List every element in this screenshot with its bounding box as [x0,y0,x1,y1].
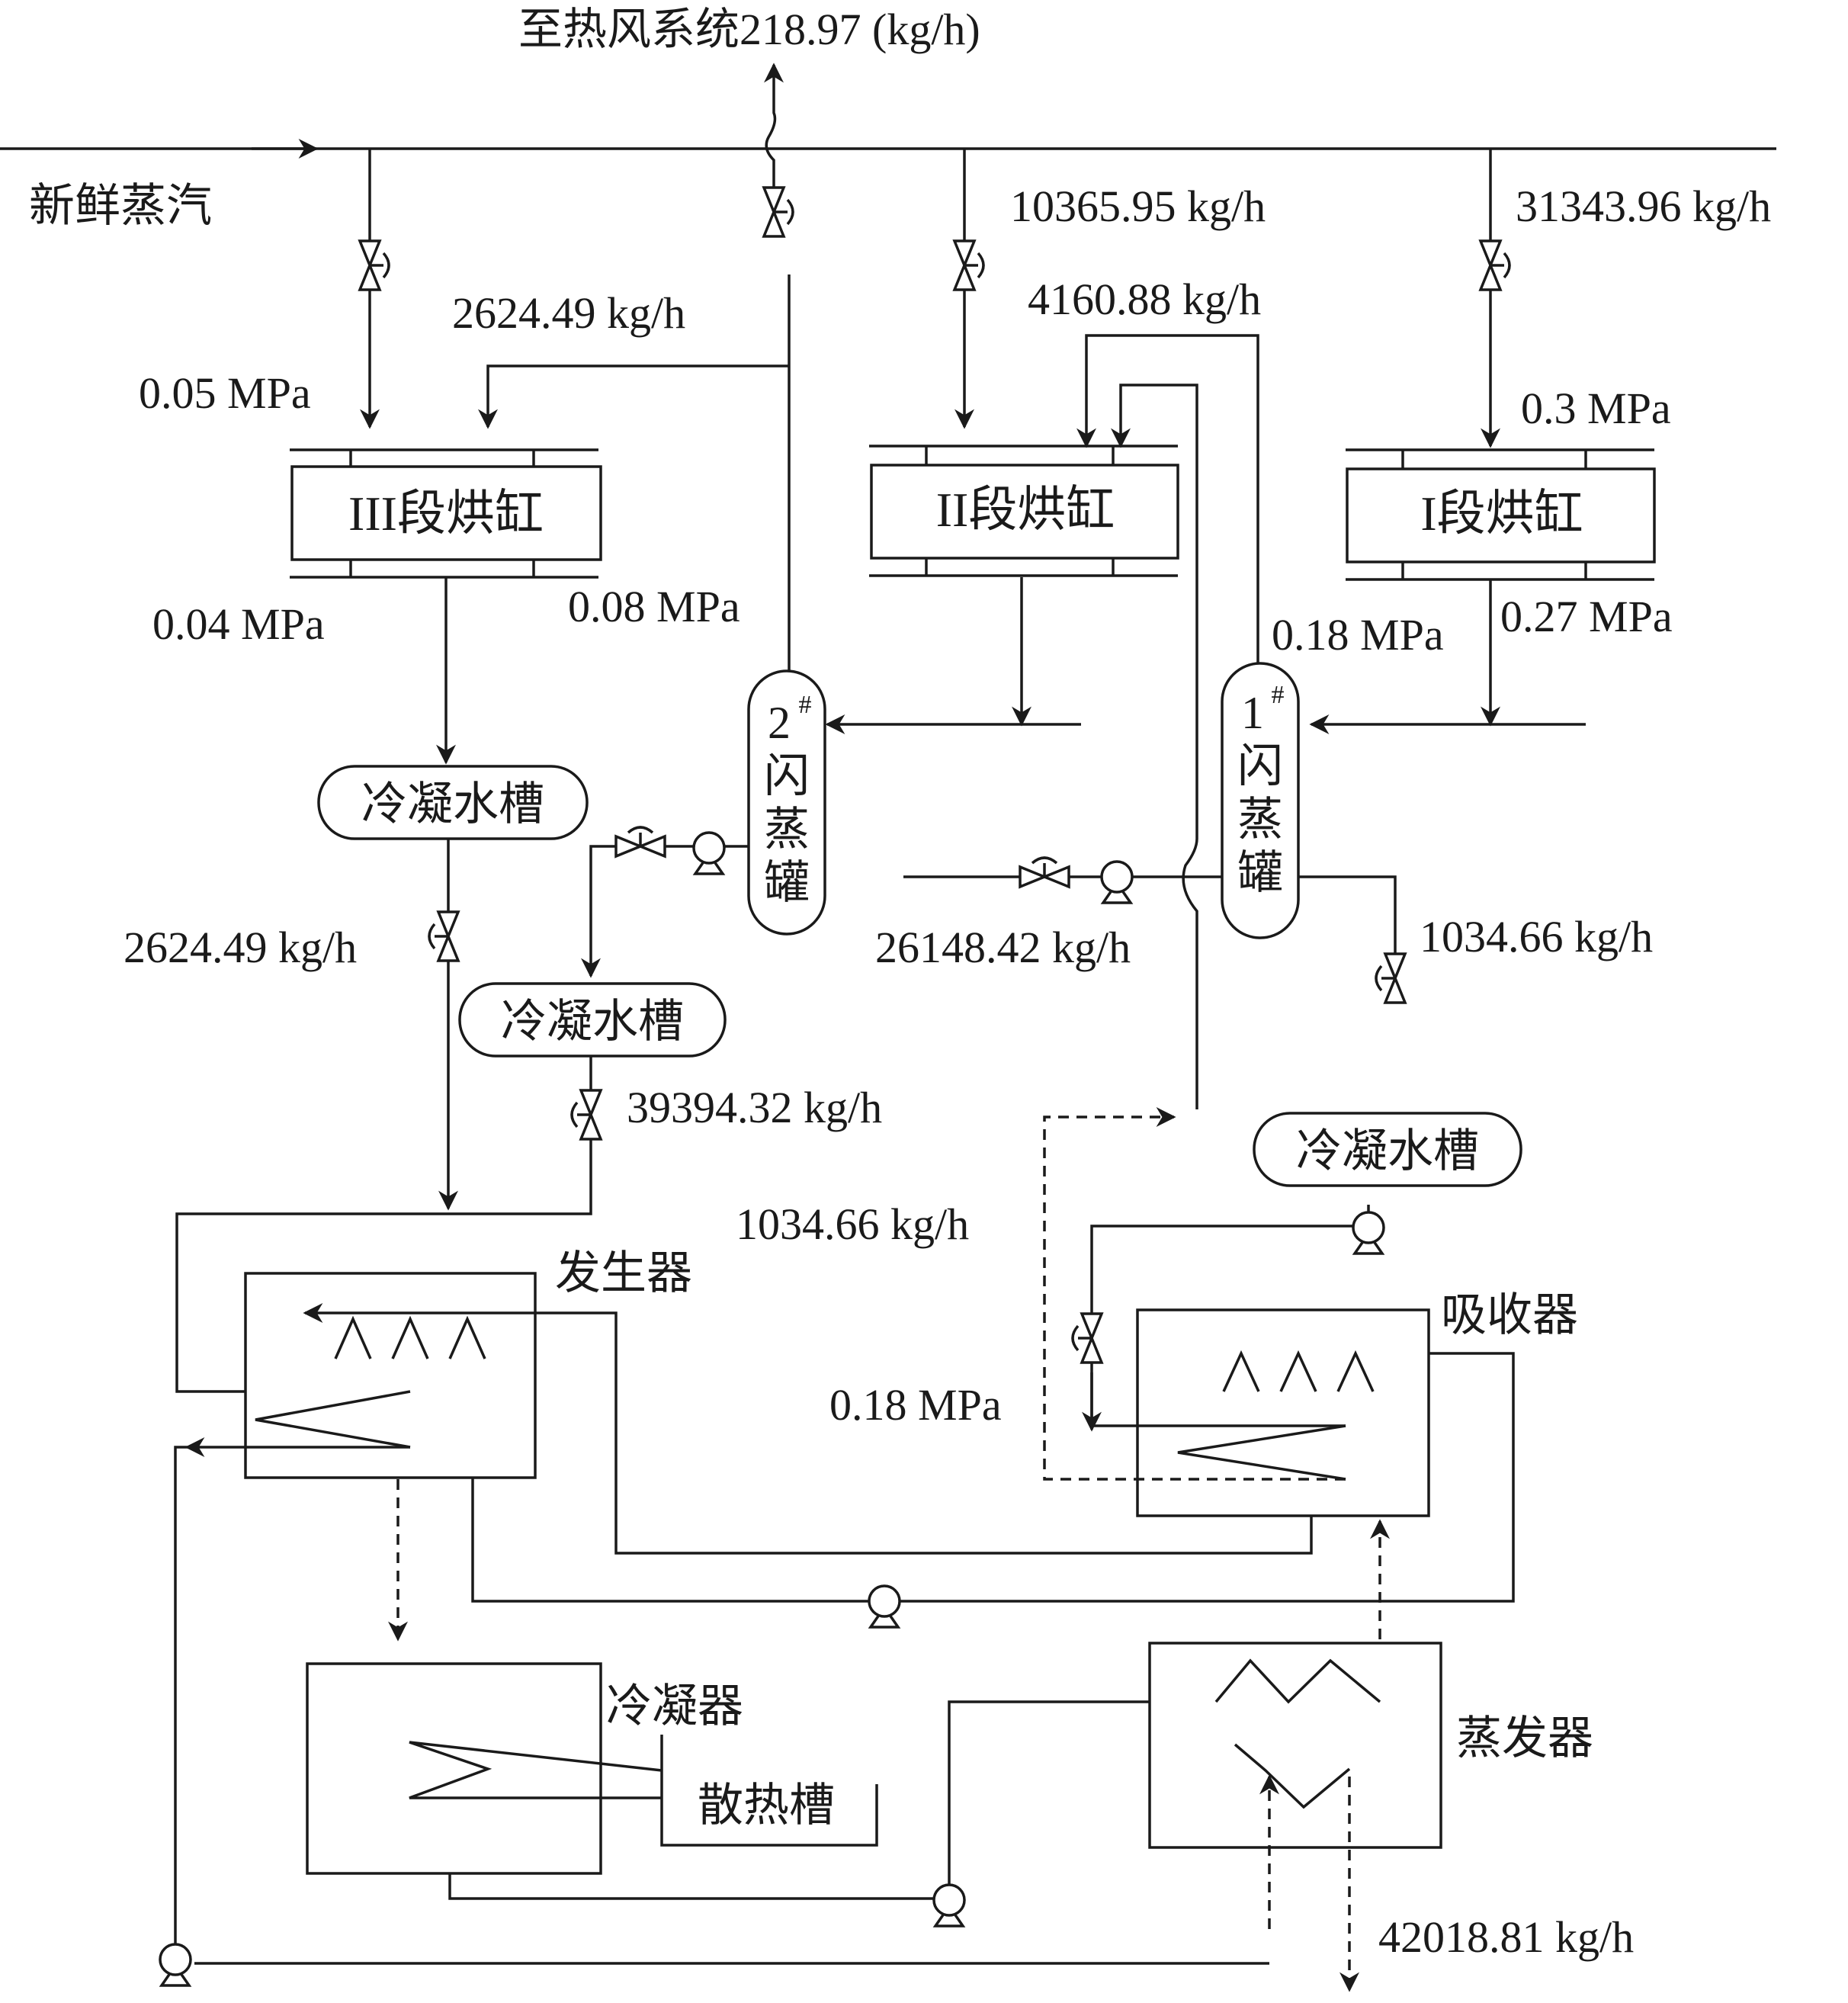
pump-icon[interactable] [1352,1211,1385,1255]
label-flow-42018: 42018.81 kg/h [1378,1912,1634,1962]
dryer-2-label: II段烘缸 [936,483,1115,537]
flash-tank-1: 1 # 闪 蒸 罐 [1221,662,1300,939]
label-p-005: 0.05 MPa [139,368,311,418]
heat-exchanger-coil-icon [1177,1424,1346,1481]
label-p-008: 0.08 MPa [568,582,740,631]
flash-tank-1-char-3: 蒸 [1237,794,1283,845]
flash2-vapor-line [488,274,791,671]
pump-icon[interactable] [868,1584,901,1629]
generator: 发生器 [244,1248,692,1479]
flash1-vapor-line [1076,334,1259,663]
flash-tank-2-char-0: 2 [768,698,791,748]
heat-sink: 散热槽 [660,1735,878,1847]
flash2-outlet-line [581,845,749,978]
pump-icon[interactable] [1100,860,1134,904]
valve-icon[interactable] [570,1089,602,1141]
evaporator: 蒸发器 [1148,1642,1593,1849]
flash-tank-2: 2 # 闪 蒸 罐 [747,669,826,936]
label-flow-1034-mid: 1034.66 kg/h [736,1199,969,1249]
label-flow-39394: 39394.32 kg/h [627,1083,882,1132]
flash1-bypass-line [1111,384,1198,1109]
heat-exchanger-coil-icon [1214,1658,1381,1704]
dryer-1-drain [1309,579,1586,734]
label-flow-2624-top: 2624.49 kg/h [452,288,685,338]
label-flow-26148: 26148.42 kg/h [875,923,1131,972]
condenser-label: 冷凝器 [606,1681,743,1732]
valve-icon[interactable] [1479,239,1511,291]
label-p-004: 0.04 MPa [152,599,325,649]
flash1-right-outlet [1298,875,1397,999]
dryer-2-drain [825,577,1081,734]
condensate-tank-2-label: 冷凝水槽 [501,997,684,1047]
condensate-tank-3-label: 冷凝水槽 [1296,1126,1479,1176]
flash-tank-1-char-1: # [1272,681,1285,709]
label-flow-31343: 31343.96 kg/h [1516,181,1771,231]
condensate-tank-3: 冷凝水槽 [1253,1112,1522,1187]
valve-icon[interactable] [762,186,794,238]
label-flow-10365: 10365.95 kg/h [1010,181,1266,231]
evaporator-label: 蒸发器 [1456,1713,1593,1764]
label-flow-1034-right: 1034.66 kg/h [1420,912,1653,961]
dryer-1: I段烘缸 [1346,448,1656,581]
condenser: 冷凝器 [306,1662,743,1875]
dryer-3-label: III段烘缸 [348,486,544,541]
dryer-2: II段烘缸 [869,445,1179,577]
label-hot-air: 至热风系统218.97 (kg/h) [518,5,980,54]
dryer-1-label: I段烘缸 [1420,486,1583,541]
flash-tank-1-char-4: 罐 [1237,848,1283,898]
absorber-coil-outlet [1043,1107,1346,1481]
pump-icon[interactable] [159,1943,192,1987]
valve-icon[interactable] [953,239,985,291]
chilled-water-lines [1259,1774,1359,1992]
absorber: 吸收器 [1136,1290,1578,1517]
condensate-tank-1-label: 冷凝水槽 [361,779,544,830]
branch-hot-air [764,63,784,198]
pump-icon[interactable] [932,1883,966,1928]
dryer-3: III段烘缸 [290,448,602,579]
heat-exchanger-coil-icon [255,1390,411,1449]
absorber-to-generator-line [303,1303,1313,1555]
absorber-label: 吸收器 [1441,1290,1578,1340]
valve-icon[interactable] [1019,856,1070,888]
flash-tank-2-char-1: # [799,691,812,719]
heat-exchanger-coil-icon [409,1741,663,1799]
label-p-027: 0.27 MPa [1500,592,1673,641]
label-p-018-top: 0.18 MPa [1272,610,1444,660]
flash-tank-1-char-0: 1 [1241,688,1264,738]
flash-tank-2-char-3: 蒸 [764,804,810,855]
valve-icon[interactable] [614,826,666,858]
flash-tank-1-char-2: 闪 [1237,741,1283,791]
pump-icon[interactable] [692,831,726,875]
generator-label: 发生器 [555,1248,692,1298]
label-p-018-mid: 0.18 MPa [829,1380,1002,1430]
valve-icon[interactable] [358,239,390,291]
valve-icon[interactable] [1071,1312,1103,1364]
label-p-03: 0.3 MPa [1521,384,1671,433]
condensate-tank-2: 冷凝水槽 [458,982,727,1058]
heat-sink-label: 散热槽 [698,1780,835,1831]
flash-tank-2-char-4: 罐 [764,858,810,908]
label-flow-4160: 4160.88 kg/h [1028,274,1261,324]
condensate-tank-1: 冷凝水槽 [317,765,589,840]
valve-icon[interactable] [428,910,460,962]
flash-tank-2-char-2: 闪 [764,751,810,801]
label-fresh-steam: 新鲜蒸汽 [29,181,212,231]
heat-exchanger-coil-icon [1234,1743,1351,1809]
label-flow-2624-mid: 2624.49 kg/h [124,923,357,972]
generator-return-line [174,1437,410,1982]
valve-icon[interactable] [1375,952,1407,1004]
